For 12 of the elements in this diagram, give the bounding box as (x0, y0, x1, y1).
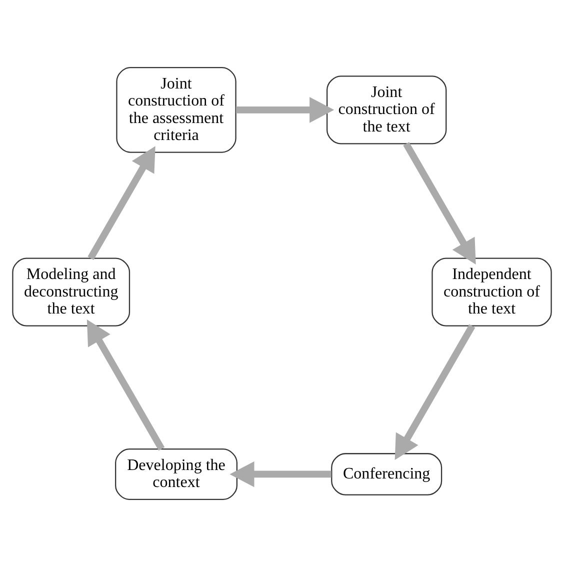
node-box: Modeling and deconstructing the text (12, 258, 130, 326)
node-box: Independent construction of the text (432, 258, 552, 326)
node-box: Developing the context (115, 448, 238, 500)
node-box: Conferencing (331, 453, 442, 496)
node-box: Joint construction of the text (326, 76, 447, 144)
arrow (88, 146, 156, 260)
node-box: Joint construction of the assessment criteria (116, 67, 236, 153)
arrow (403, 142, 476, 265)
arrow (394, 324, 476, 460)
arrow (86, 319, 165, 451)
arrow (236, 97, 334, 123)
arrow (230, 461, 332, 488)
